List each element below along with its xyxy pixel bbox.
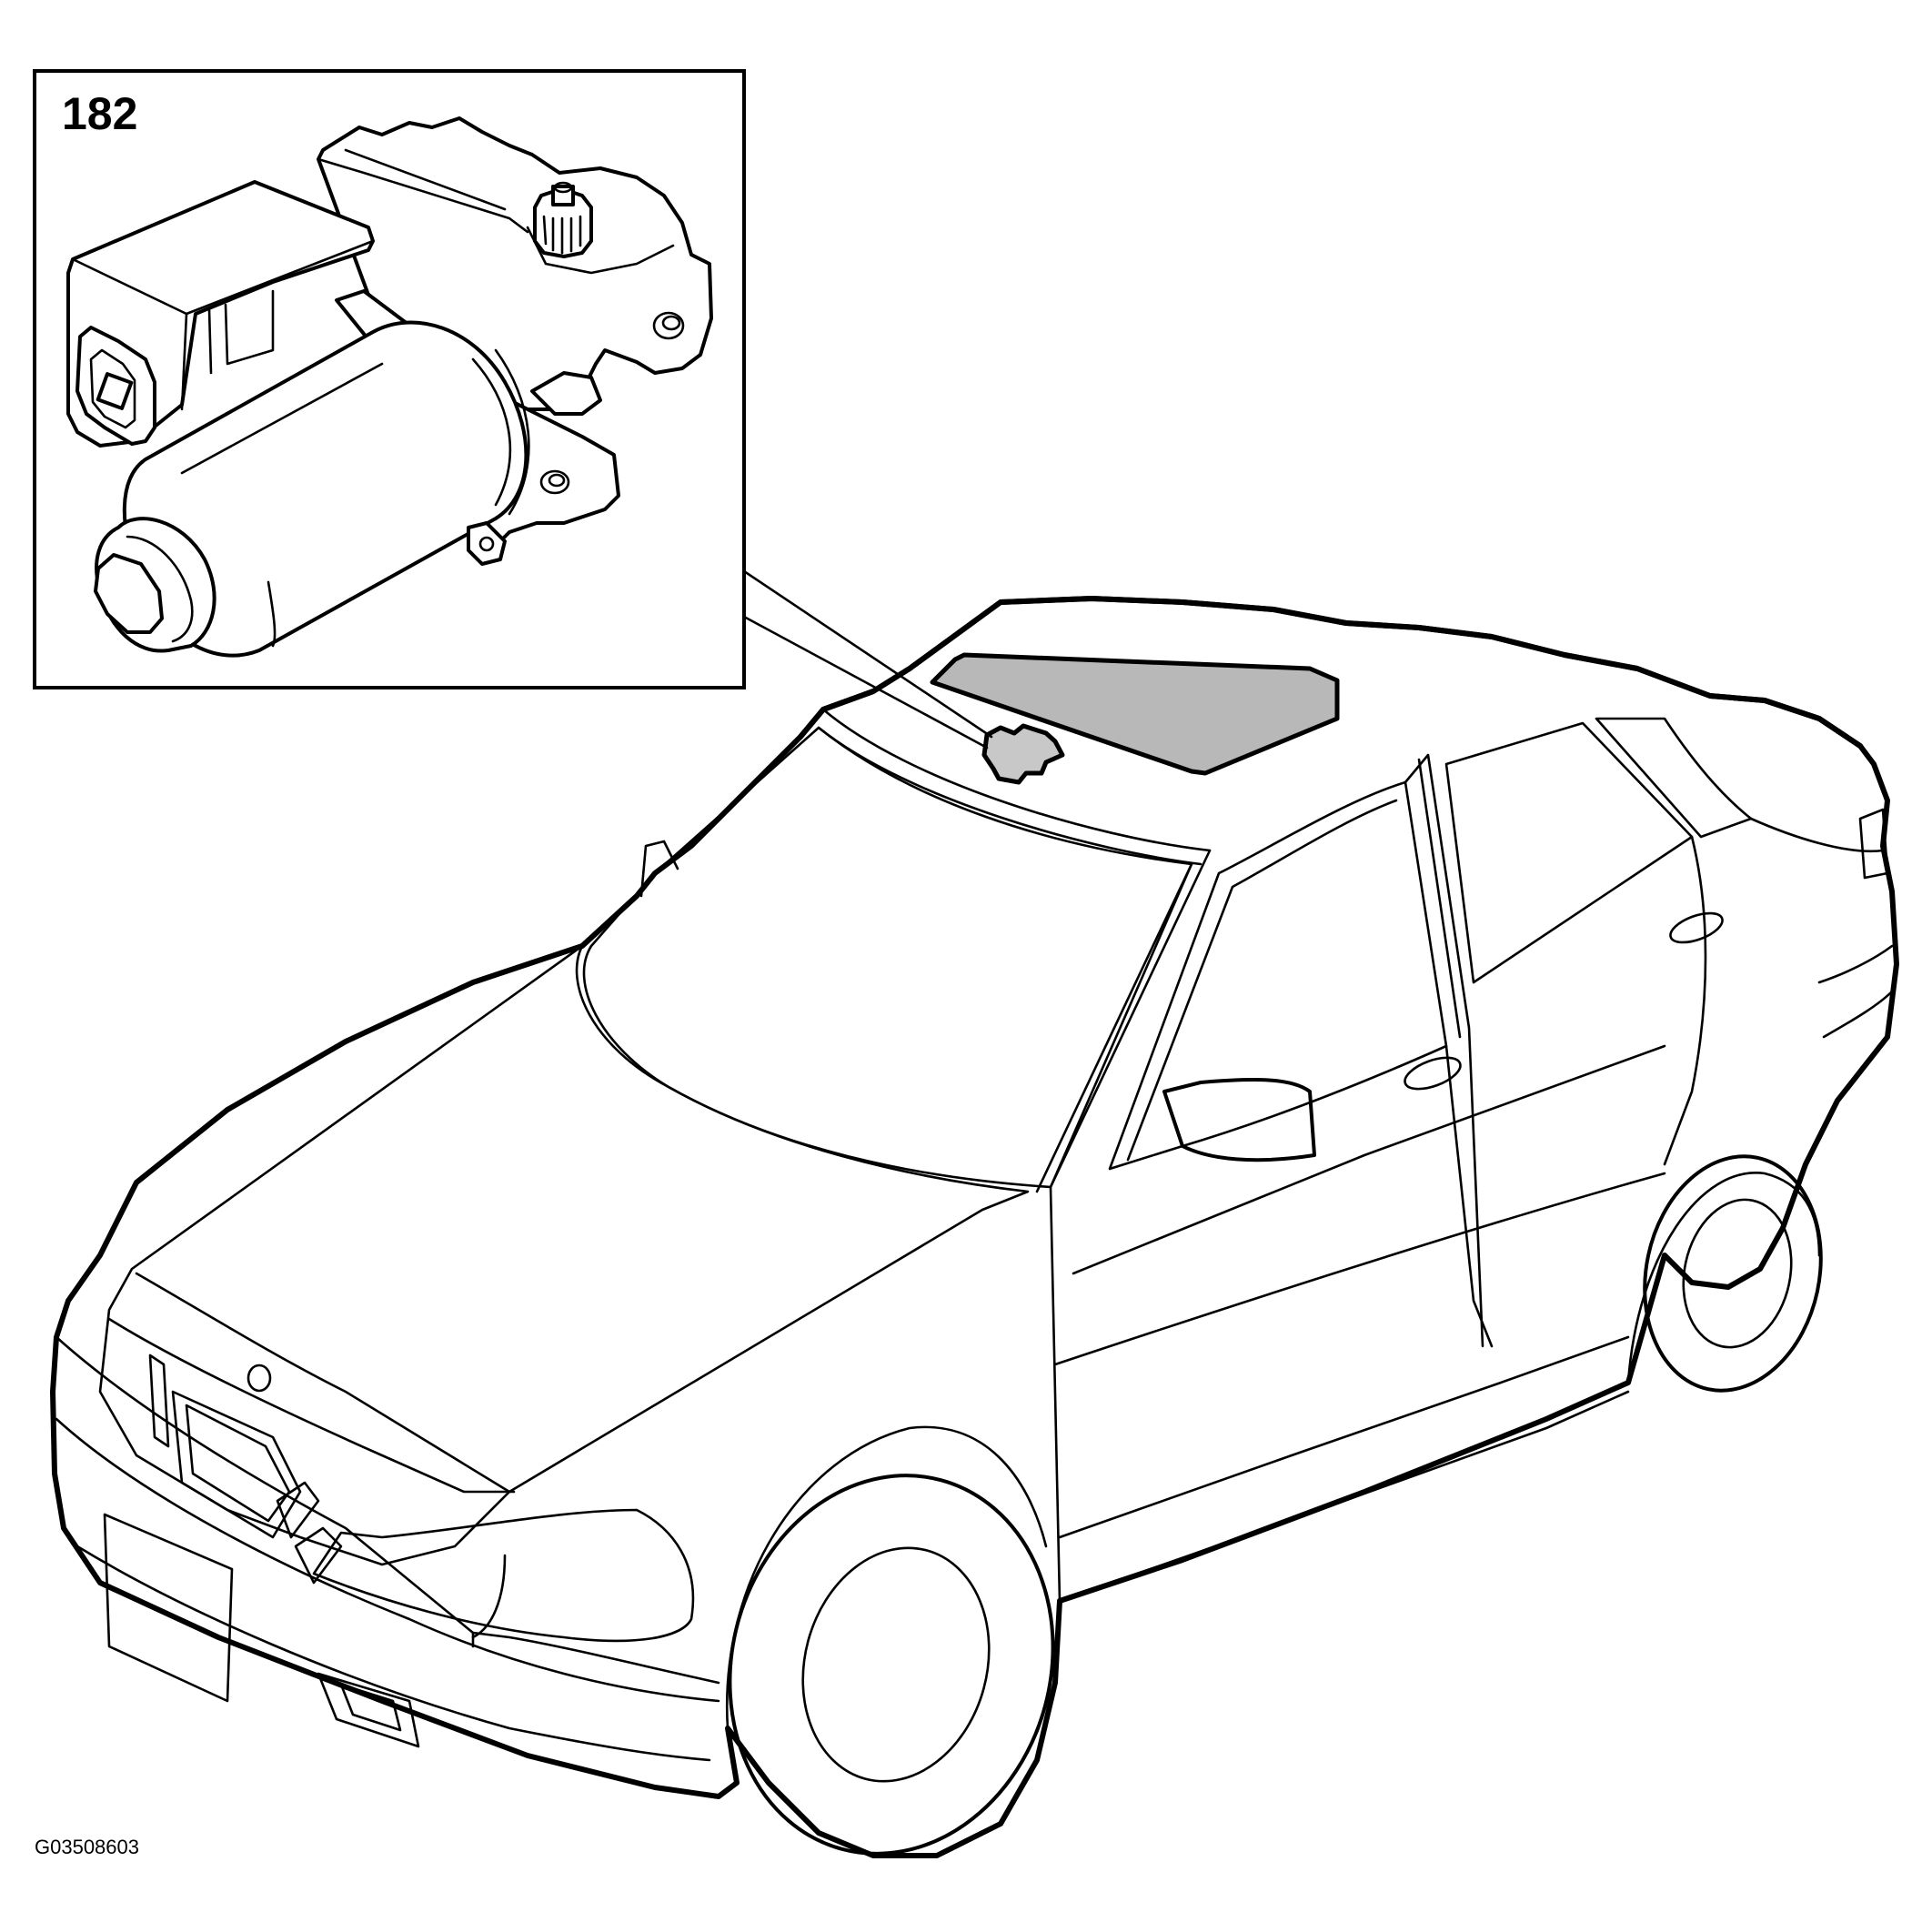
- connector-rib: [224, 289, 275, 366]
- rear-wheel-rim: [1682, 1198, 1793, 1349]
- front-window-inner: [1126, 799, 1398, 1162]
- hood: [98, 944, 1030, 1566]
- connector-side-edge: [180, 312, 188, 411]
- callout-leader-line-2: [742, 615, 989, 750]
- housing-lower-tab: [530, 371, 602, 416]
- roof-line: [798, 596, 1863, 749]
- b-pillar: [1404, 753, 1484, 1348]
- side-lower-line: [1058, 1335, 1630, 1539]
- connector-rib-2: [207, 307, 213, 375]
- fog-light-inner: [339, 1683, 402, 1732]
- bracket-hole-inner: [548, 473, 566, 488]
- side-upper-line: [1072, 1044, 1666, 1275]
- mounting-hole-right-inner: [661, 315, 681, 331]
- wiper-fin: [639, 840, 679, 898]
- rear-trunk-line: [1749, 817, 1885, 853]
- hood-edge-front: [107, 1317, 516, 1494]
- rear-bumper-line: [1817, 944, 1894, 984]
- plug-socket-inner: [89, 348, 136, 429]
- gear-shaft-top: [553, 181, 573, 194]
- figure-id: G03508603: [35, 1836, 139, 1858]
- sunroof-panel: [930, 652, 1340, 776]
- b-pillar-line: [1417, 758, 1462, 1039]
- headlight: [312, 1508, 695, 1643]
- gear-teeth: [542, 215, 582, 255]
- car-illustration: [50, 596, 1899, 1858]
- a-pillar-inner: [1035, 862, 1193, 1193]
- side-character-line: [1053, 1172, 1666, 1366]
- rear-door-seam: [1663, 835, 1707, 1166]
- license-plate: [103, 1513, 234, 1703]
- motor-can-rim: [471, 357, 512, 507]
- side-sill-line: [1058, 1390, 1630, 1603]
- side-mirror: [1162, 1078, 1316, 1162]
- windshield: [582, 726, 1193, 1189]
- rear-door-handle: [1669, 911, 1724, 944]
- a-pillar: [1049, 849, 1212, 1603]
- front-door-seam: [1444, 1044, 1494, 1348]
- rear-bumper-lower: [1822, 990, 1894, 1039]
- motor-end-cap-ring: [126, 535, 194, 643]
- grille-bar-3: [294, 1526, 343, 1585]
- rear-tire: [1643, 1154, 1823, 1393]
- front-wheel-rim: [801, 1546, 991, 1783]
- gearbox-ridge: [317, 157, 529, 234]
- plug-pin: [96, 372, 134, 410]
- car-body-outline: [50, 596, 1899, 1858]
- rear-light: [1858, 808, 1889, 880]
- grille: [171, 1390, 302, 1539]
- motor-clip-hole: [478, 536, 495, 552]
- motor-can-highlight: [180, 362, 384, 475]
- bracket-hole: [539, 469, 570, 495]
- bumper-lower: [55, 1417, 720, 1703]
- front-tire: [728, 1474, 1055, 1856]
- front-door-handle: [1404, 1056, 1462, 1091]
- gearbox-top-edge: [526, 226, 675, 275]
- motor-can-lower-line: [267, 580, 277, 648]
- fog-light: [317, 1672, 420, 1748]
- bumper-lip: [75, 1545, 711, 1762]
- gearbox-ridge-2: [344, 148, 507, 211]
- motor-shaft-tip: [94, 553, 164, 634]
- windshield-top-edge: [821, 708, 1212, 852]
- hood-crease: [135, 1272, 511, 1494]
- motor-can-rim-2: [494, 348, 530, 516]
- inset-detail: 182: [33, 69, 993, 750]
- callout-leader-line-1: [742, 569, 993, 739]
- grille-bar-1: [148, 1353, 170, 1448]
- sunroof-motor-drawing: [66, 116, 713, 658]
- hood-emblem: [247, 1364, 272, 1393]
- callout-number: 182: [62, 88, 137, 139]
- front-bumper: [55, 1335, 720, 1685]
- sunroof-motor-location: [981, 723, 1065, 785]
- motor-clip: [467, 521, 507, 566]
- grille-bar-2: [276, 1481, 320, 1539]
- mounting-hole-right: [652, 311, 685, 340]
